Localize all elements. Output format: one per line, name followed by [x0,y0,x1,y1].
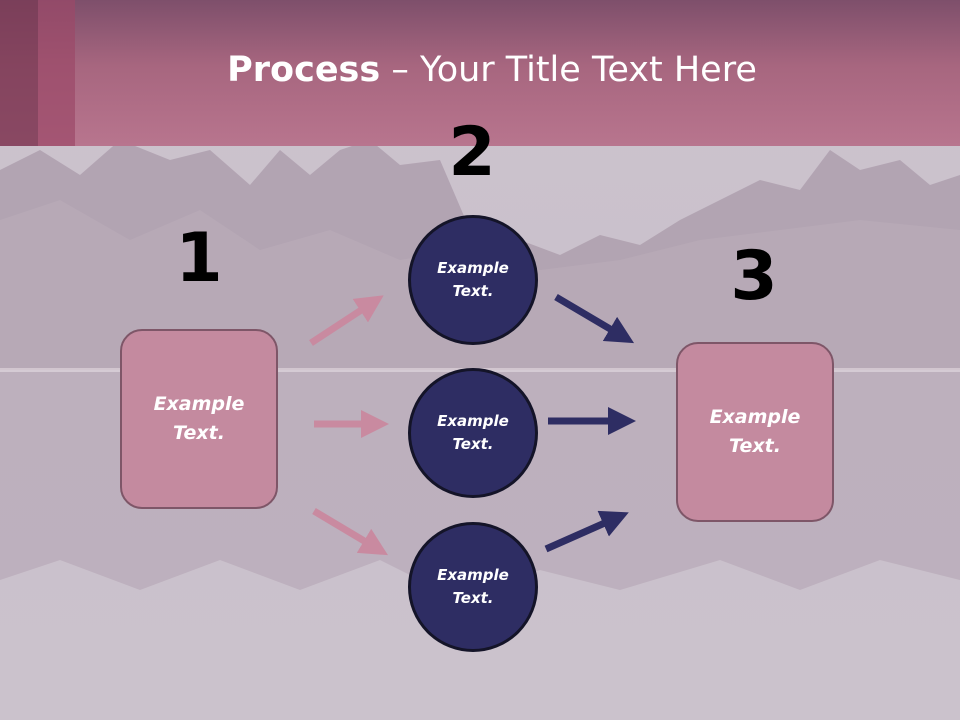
circle-middle-line1: Example [437,412,509,430]
circle-bottom-line1: Example [437,566,509,584]
slide-title: Process – Your Title Text Here [0,50,960,90]
step-number-1: 1 [175,219,223,298]
pink-arrow-down [312,507,389,556]
pink-arrow-up [309,295,384,346]
circle-bottom-line2: Text. [452,589,494,607]
circle-top-line1: Example [437,259,509,277]
navy-arrow-up [544,510,629,553]
slide-title-rest: – Your Title Text Here [380,50,757,90]
right-box-line2: Text. [729,435,781,457]
navy-arrow-down [554,293,635,344]
title-stripe-dark [0,0,38,146]
left-box-line1: Example [153,393,245,415]
right-box-line1: Example [709,406,801,428]
circle-top-line2: Text. [452,282,494,300]
slide-title-bold: Process [227,50,381,90]
title-stripe-mid [38,0,75,146]
step-number-3: 3 [730,237,778,316]
circle-middle-line2: Text. [452,435,494,453]
step-number-2: 2 [448,113,496,192]
left-box-line2: Text. [173,422,225,444]
title-bar [0,0,960,146]
